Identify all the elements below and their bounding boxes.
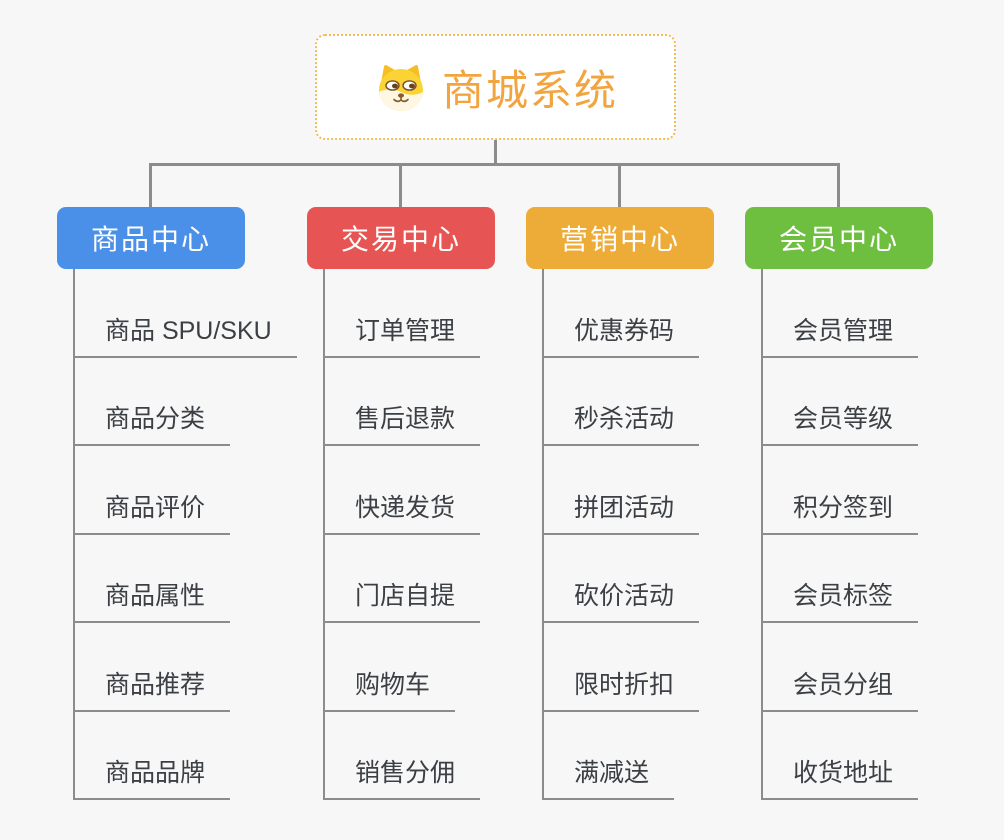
leaf-node[interactable]: 优惠券码 <box>544 269 700 358</box>
leaf-node[interactable]: 商品推荐 <box>75 623 231 712</box>
branch-items-trade-center: 订单管理 售后退款 快递发货 门店自提 购物车 销售分佣 <box>323 269 481 800</box>
branch-items-marketing-center: 优惠券码 秒杀活动 拼团活动 砍价活动 限时折扣 满减送 <box>542 269 700 800</box>
branch-node-marketing-center[interactable]: 营销中心 <box>526 207 714 269</box>
branch-product-center: 商品中心 商品 SPU/SKU 商品分类 商品评价 商品属性 商品推荐 商品品牌 <box>57 207 297 800</box>
connector-drop-member <box>837 163 840 207</box>
leaf-node[interactable]: 门店自提 <box>325 535 481 623</box>
leaf-node[interactable]: 砍价活动 <box>544 535 700 623</box>
branch-node-product-center[interactable]: 商品中心 <box>57 207 245 269</box>
root-node-mall-system[interactable]: 商城系统 <box>315 34 676 140</box>
leaf-node[interactable]: 售后退款 <box>325 358 481 446</box>
leaf-node[interactable]: 拼团活动 <box>544 446 700 535</box>
branch-member-center: 会员中心 会员管理 会员等级 积分签到 会员标签 会员分组 收货地址 <box>745 207 933 800</box>
connector-drop-product <box>149 163 152 207</box>
branch-node-trade-center[interactable]: 交易中心 <box>307 207 495 269</box>
root-node-label: 商城系统 <box>441 66 618 114</box>
branch-trade-center: 交易中心 订单管理 售后退款 快递发货 门店自提 购物车 销售分佣 <box>307 207 495 800</box>
leaf-node[interactable]: 会员等级 <box>763 358 919 446</box>
dog-face-icon <box>378 65 423 111</box>
branch-items-member-center: 会员管理 会员等级 积分签到 会员标签 会员分组 收货地址 <box>761 269 919 800</box>
leaf-node[interactable]: 商品品牌 <box>75 712 231 800</box>
leaf-node[interactable]: 购物车 <box>325 623 456 712</box>
leaf-node[interactable]: 收货地址 <box>763 712 919 800</box>
leaf-node[interactable]: 销售分佣 <box>325 712 481 800</box>
leaf-node[interactable]: 快递发货 <box>325 446 481 535</box>
connector-drop-marketing <box>618 163 621 207</box>
leaf-node[interactable]: 商品评价 <box>75 446 231 535</box>
leaf-node[interactable]: 积分签到 <box>763 446 919 535</box>
leaf-node[interactable]: 会员分组 <box>763 623 919 712</box>
leaf-node[interactable]: 商品 SPU/SKU <box>75 269 297 358</box>
leaf-node[interactable]: 商品分类 <box>75 358 231 446</box>
leaf-node[interactable]: 会员管理 <box>763 269 919 358</box>
connector-horizontal-rail <box>149 163 840 166</box>
branch-node-member-center[interactable]: 会员中心 <box>745 207 933 269</box>
branch-items-product-center: 商品 SPU/SKU 商品分类 商品评价 商品属性 商品推荐 商品品牌 <box>73 269 297 800</box>
connector-drop-trade <box>399 163 402 207</box>
connector-root-stub <box>494 140 497 165</box>
leaf-node[interactable]: 秒杀活动 <box>544 358 700 446</box>
leaf-node[interactable]: 商品属性 <box>75 535 231 623</box>
leaf-node[interactable]: 满减送 <box>544 712 675 800</box>
leaf-node[interactable]: 会员标签 <box>763 535 919 623</box>
branch-marketing-center: 营销中心 优惠券码 秒杀活动 拼团活动 砍价活动 限时折扣 满减送 <box>526 207 714 800</box>
leaf-node[interactable]: 订单管理 <box>325 269 481 358</box>
leaf-node[interactable]: 限时折扣 <box>544 623 700 712</box>
